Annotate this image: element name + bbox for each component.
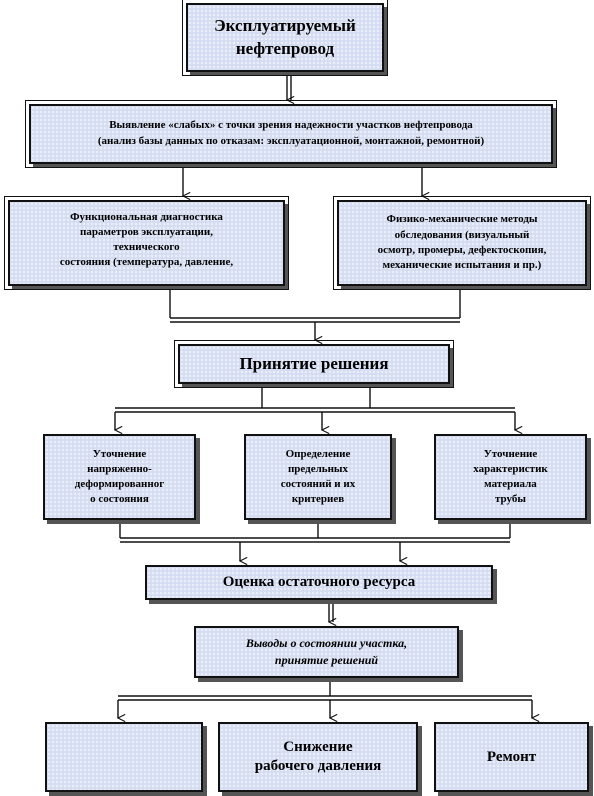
box-stress-state: Уточнение напряженно- деформированног о … (43, 434, 196, 520)
box-pressure-reduction: Снижение рабочего давления (218, 722, 418, 792)
box-material-props: Уточнение характеристик материала трубы (434, 434, 587, 520)
box-physmech-methods: Физико-механические методы обследования … (333, 196, 591, 290)
box-repair: Ремонт (434, 722, 589, 792)
box-outcome-left (45, 722, 203, 792)
box-residual-resource: Оценка остаточного ресурса (145, 565, 493, 600)
box-pipeline: Эксплуатируемый нефтепровод (182, 0, 388, 76)
box-conclusions: Выводы о состоянии участка, принятие реш… (194, 626, 459, 678)
box-limit-states: Определение предельных состояний и их кр… (244, 434, 392, 520)
box-decision: Принятие решения (174, 340, 454, 388)
box-functional-diagnostics: Функциональная диагностика параметров эк… (4, 196, 289, 290)
box-weak-sections: Выявление «слабых» с точки зрения надежн… (25, 100, 557, 168)
